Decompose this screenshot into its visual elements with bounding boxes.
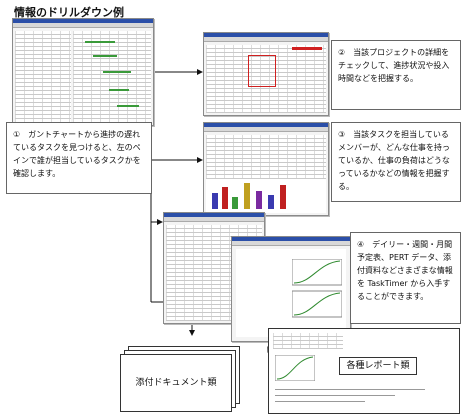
attachments-label: 添付ドキュメント類 (135, 378, 217, 388)
s-curve-chart (292, 259, 342, 318)
page-title: 情報のドリルダウン例 (14, 6, 124, 19)
note-4: ④ デイリー・週間・月間予定表、PERT データ、添付資料などさまざまな情報を … (350, 232, 461, 324)
document-stack-front: 添付ドキュメント類 (120, 354, 232, 412)
gantt-screenshot (12, 18, 154, 126)
member-workload-screenshot (203, 122, 329, 216)
note-1: ① ガントチャートから進捗の遅れているタスクを見つけると、左のペインで誰が担当し… (6, 122, 152, 194)
pert-screenshot (231, 236, 351, 342)
note-3: ③ 当該タスクを担当しているメンバーが、どんな仕事を持っているか、仕事の負荷はど… (331, 122, 461, 202)
report-page: 各種レポート類 (268, 328, 460, 414)
note-2: ② 当該プロジェクトの詳細をチェックして、進捗状況や投入時間などを把握する。 (331, 40, 461, 110)
reports-label: 各種レポート類 (339, 357, 417, 375)
project-detail-screenshot (203, 32, 329, 116)
report-chart (275, 355, 315, 381)
